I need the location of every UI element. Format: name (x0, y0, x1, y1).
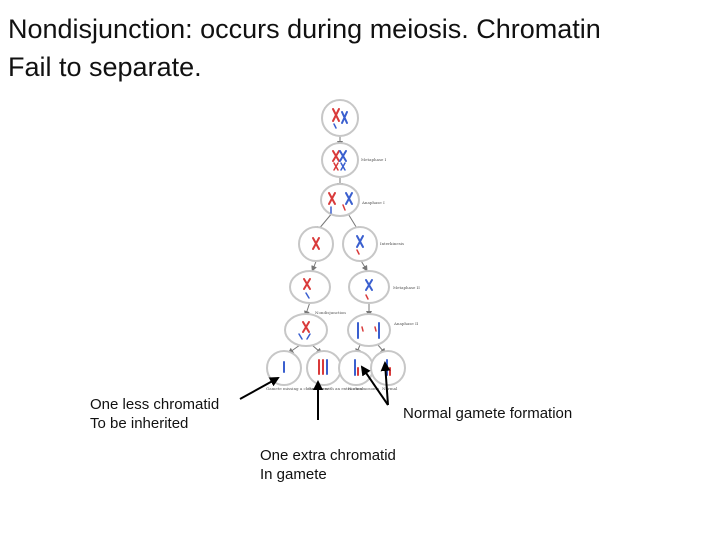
annotation-normal-gamete: Normal gamete formation (403, 405, 573, 422)
cell-outlines (266, 99, 406, 386)
arrow-less-chromatid (239, 377, 280, 400)
interkinesis-cell-right (342, 226, 378, 262)
stage-label-metaphase-2: Metaphase II (393, 285, 420, 290)
chromosome-blue-x (341, 111, 348, 124)
annotation-extra-chromatid: One extra chromatid In gamete (260, 447, 396, 483)
stage-label-anaphase-1: Anaphase I (361, 200, 385, 205)
arrow-normal-right (380, 361, 391, 406)
metaphase-2-cell-left (289, 270, 331, 304)
gamete-label-normal-2: Normal (382, 386, 398, 391)
gamete-2-chromatids (318, 359, 324, 375)
anaphase-2-cell-left (284, 313, 328, 347)
gamete-label-missing: Gamete missing a chromosome (266, 386, 330, 391)
title-line-1: Nondisjunction: occurs during meiosis. C… (8, 14, 601, 44)
slide-title: Nondisjunction: occurs during meiosis. C… (8, 10, 708, 86)
annotation-less-chromatid: One less chromatid To be inherited (90, 396, 220, 432)
stage-label-metaphase-1: Metaphase I (361, 157, 387, 162)
stage-label-anaphase-2: Anaphase II (393, 321, 419, 326)
anaphase-1-cell (320, 183, 360, 217)
chromosome-red-x (332, 108, 340, 122)
annotation-arrows (239, 361, 391, 420)
stage-label-interkinesis: Interkinesis (380, 241, 404, 246)
parent-cell (321, 99, 359, 137)
gamete-label-extra: Gamete with an extra chromosome (308, 386, 380, 391)
nondisjunction-note: Nondisjunction (315, 310, 346, 315)
metaphase-2-cell-right (348, 270, 390, 304)
title-line-2: Fail to separate. (8, 52, 202, 82)
arrow-normal-left (360, 365, 389, 406)
gamete-label-normal-1: Normal (348, 386, 364, 391)
stage-labels: Metaphase I Anaphase I Interkinesis Meta… (266, 157, 420, 391)
anaphase-2-cell-right (347, 313, 391, 347)
chromosomes (283, 108, 391, 376)
